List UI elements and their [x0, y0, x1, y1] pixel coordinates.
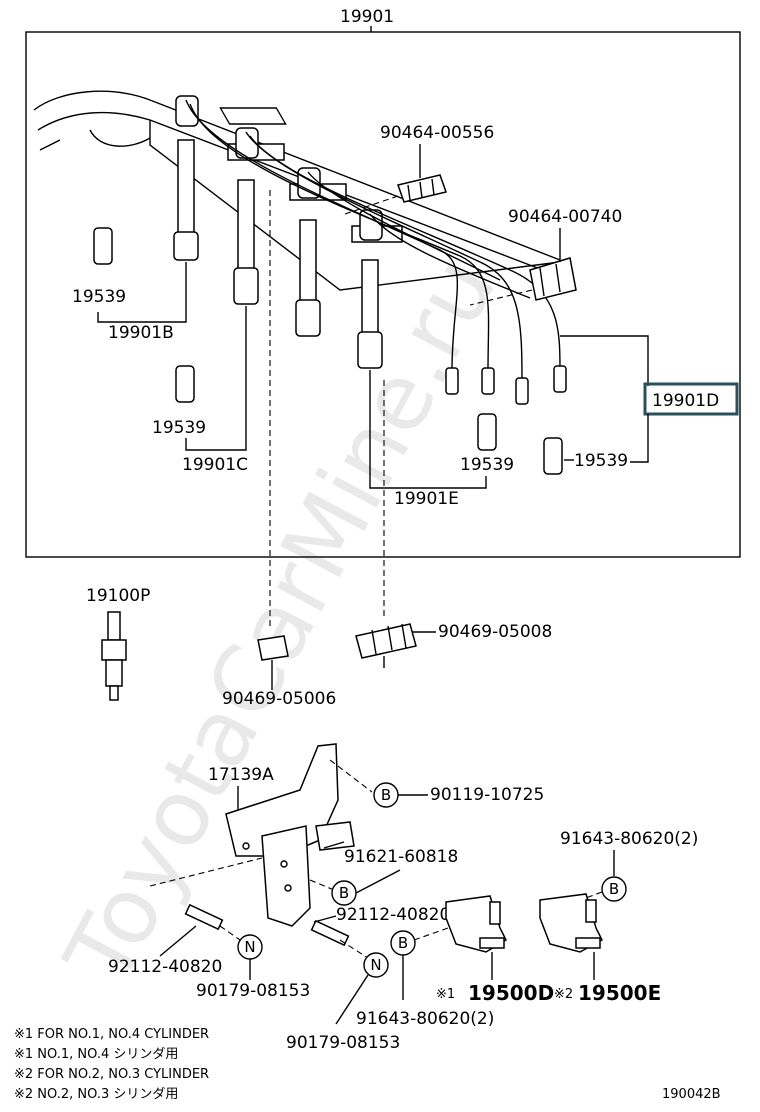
label-91621-60818: 91621-60818 [344, 847, 458, 867]
high-tension-cords [185, 99, 567, 405]
bracket-17139A [225, 743, 355, 927]
stud-left [184, 903, 224, 931]
boot-19539-c [477, 413, 497, 451]
ignition-coil-19500D [445, 895, 507, 953]
label-17139A: 17139A [208, 765, 274, 785]
note-2: ※1 NO.1, NO.4 シリンダ用 [14, 1047, 178, 1062]
boot-19539-d [543, 437, 563, 475]
note-4: ※2 NO.2, NO.3 シリンダ用 [14, 1087, 178, 1102]
diagram-code: 190042B [662, 1087, 721, 1102]
highlight-box-19901D[interactable] [643, 382, 739, 416]
plug-boots [173, 139, 383, 369]
assembly-frame [25, 31, 741, 558]
coil-e-mark: ※2 [554, 987, 573, 1002]
label-19500E: 19500E [578, 981, 661, 1005]
label-19539-d: 19539 [574, 451, 628, 471]
label-90179-08153-right: 90179-08153 [286, 1033, 400, 1053]
marker-b-1-text: B [381, 786, 391, 804]
label-90464-00740: 90464-00740 [508, 207, 622, 227]
label-19901B: 19901B [108, 323, 174, 343]
note-1: ※1 FOR NO.1, NO.4 CYLINDER [14, 1027, 209, 1042]
boot-19539-a [93, 227, 113, 265]
label-19539-c: 19539 [460, 455, 514, 475]
clamp-90469-05008 [355, 623, 417, 668]
stud-right [310, 919, 350, 947]
label-19901C: 19901C [182, 455, 248, 475]
ignition-coil-19500E [539, 893, 603, 953]
marker-b-4-text: B [609, 880, 619, 898]
label-19500D: 19500D [468, 981, 554, 1005]
label-91643-80620-upper: 91643-80620(2) [560, 829, 698, 849]
label-92112-40820-left: 92112-40820 [108, 957, 222, 977]
label-19539-a: 19539 [72, 287, 126, 307]
spark-plug [101, 611, 127, 701]
marker-n-2-text: N [370, 956, 381, 974]
marker-b-2-text: B [339, 884, 349, 902]
label-92112-40820-right: 92112-40820 [336, 905, 450, 925]
label-19901E: 19901E [394, 489, 459, 509]
label-90179-08153-left: 90179-08153 [196, 981, 310, 1001]
label-90469-05008: 90469-05008 [438, 622, 552, 642]
note-3: ※2 FOR NO.2, NO.3 CYLINDER [14, 1067, 209, 1082]
label-90464-00556: 90464-00556 [380, 123, 494, 143]
label-90119-10725: 90119-10725 [430, 785, 544, 805]
boot-19539-b [175, 365, 195, 403]
clip-90464-00556 [397, 174, 447, 203]
clamp-90469-05006 [257, 635, 289, 672]
label-19539-b: 19539 [152, 418, 206, 438]
label-91643-80620-lower: 91643-80620(2) [356, 1009, 494, 1029]
label-90469-05006: 90469-05006 [222, 689, 336, 709]
marker-n-2 [363, 952, 389, 978]
marker-n-1-text: N [244, 938, 255, 956]
label-19901D[interactable]: 19901D [652, 391, 719, 411]
coil-d-mark: ※1 [436, 987, 455, 1002]
marker-b-4 [601, 876, 627, 902]
label-19901: 19901 [340, 7, 394, 27]
clip-90464-00740 [529, 257, 577, 301]
label-19100P: 19100P [86, 586, 150, 606]
marker-b-3-text: B [398, 934, 408, 952]
